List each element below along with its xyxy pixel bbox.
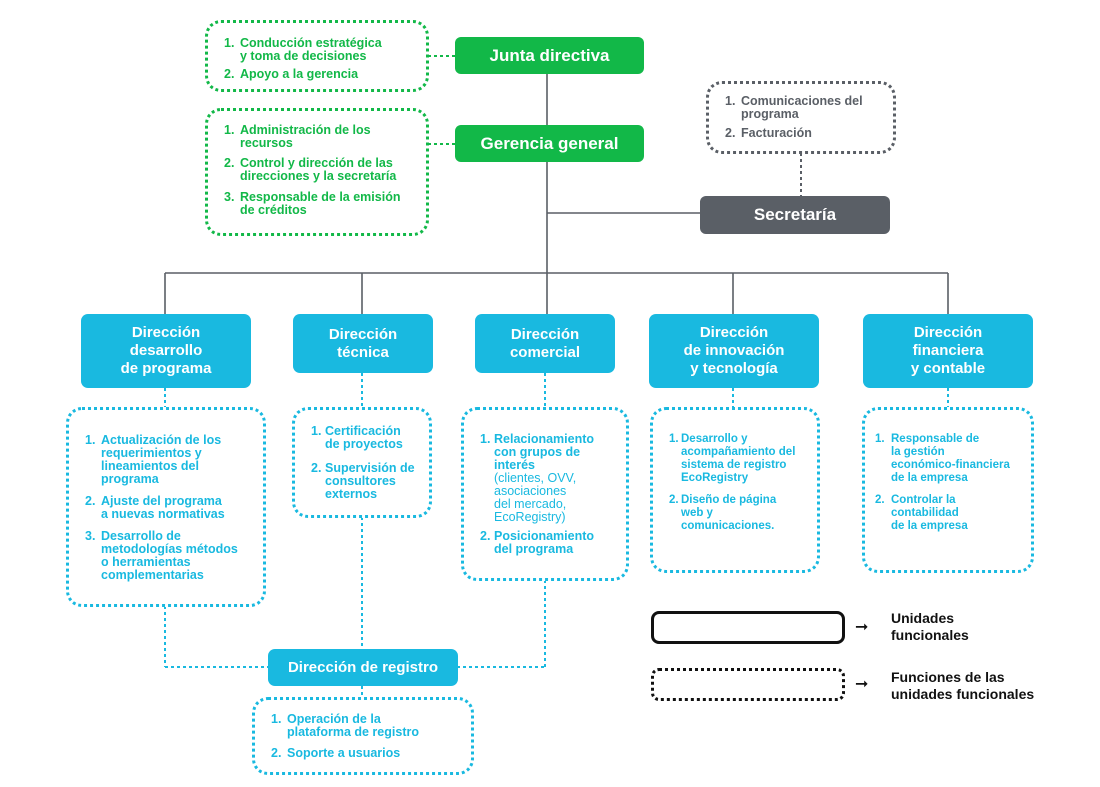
direccion-registro-node: Dirección de registro <box>268 649 458 686</box>
gerencia-general-node: Gerencia general <box>455 125 644 162</box>
direccion-innovacion-node: Dirección de innovación y tecnología <box>649 314 819 388</box>
list-item: 3. Desarrollo de metodologías métodos o … <box>85 529 238 582</box>
junta-directiva-node: Junta directiva <box>455 37 644 74</box>
list-item: 1. Operación de la plataforma de registr… <box>271 712 419 739</box>
tecnica-functions-box: 1. Certificación de proyectos 2. Supervi… <box>292 407 432 518</box>
list-item: 2. Soporte a usuarios <box>271 746 401 760</box>
list-item: 2. Apoyo a la gerencia <box>224 67 359 81</box>
legend-arrow-icon: ➞ <box>855 619 869 636</box>
secretaria-title: Secretaría <box>753 205 837 224</box>
direccion-tecnica-node: Dirección técnica <box>293 314 433 373</box>
list-item: 1. Administración de los recursos <box>224 123 371 150</box>
direccion-financiera-node: Dirección financiera y contable <box>863 314 1033 388</box>
direccion-comercial-node: Dirección comercial <box>475 314 615 373</box>
legend-arrow-icon: ➞ <box>855 676 869 693</box>
legend-units-label: Unidades funcionales <box>891 610 969 643</box>
list-item: 1. Certificación de proyectos <box>311 424 403 451</box>
secretaria-node: Secretaría <box>700 196 890 234</box>
list-item: 2. Ajuste del programa a nuevas normativ… <box>85 494 225 521</box>
list-item: 2. Posicionamiento del programa <box>480 529 595 556</box>
gerencia-functions-box: 1. Administración de los recursos 2. Con… <box>205 108 429 236</box>
list-item: 1. Responsable de la gestión económico-f… <box>875 433 1010 484</box>
legend-solid-swatch <box>651 611 845 644</box>
list-item: 2. Supervisión de consultores externos <box>311 461 415 501</box>
list-item: 2. Facturación <box>725 126 812 140</box>
list-item: 1. Relacionamiento con grupos de interés… <box>480 432 595 524</box>
list-item: 3. Responsable de la emisión de créditos <box>224 190 401 217</box>
comercial-functions-box: 1. Relacionamiento con grupos de interés… <box>461 407 629 581</box>
innovacion-functions-box: 1. Desarrollo y acompañamiento del siste… <box>650 407 820 573</box>
secretaria-functions-box: 1. Comunicaciones del programa 2. Factur… <box>706 81 896 154</box>
list-item: 1. Desarrollo y acompañamiento del siste… <box>669 433 796 484</box>
legend-functions-label: Funciones de las unidades funcionales <box>891 669 1035 702</box>
desarrollo-functions-box: 1. Actualización de los requerimientos y… <box>66 407 266 607</box>
list-item: 2. Control y dirección de las direccione… <box>224 156 397 183</box>
list-item: 1. Comunicaciones del programa <box>725 94 863 121</box>
legend-dotted-swatch <box>651 668 845 701</box>
direccion-registro-title: Dirección de registro <box>287 658 439 676</box>
list-item: 1. Conducción estratégica y toma de deci… <box>224 36 382 63</box>
junta-functions-box: 1. Conducción estratégica y toma de deci… <box>205 20 429 92</box>
list-item: 1. Actualización de los requerimientos y… <box>85 433 222 486</box>
junta-directiva-title: Junta directiva <box>489 45 610 65</box>
registro-functions-box: 1. Operación de la plataforma de registr… <box>252 697 474 775</box>
gerencia-general-title: Gerencia general <box>480 133 619 153</box>
direccion-desarrollo-node: Dirección desarrollo de programa <box>81 314 251 388</box>
list-item: 2. Diseño de página web y comunicaciones… <box>669 494 777 532</box>
list-item: 2. Controlar la contabilidad de la empre… <box>875 494 968 532</box>
financiera-functions-box: 1. Responsable de la gestión económico-f… <box>862 407 1034 573</box>
